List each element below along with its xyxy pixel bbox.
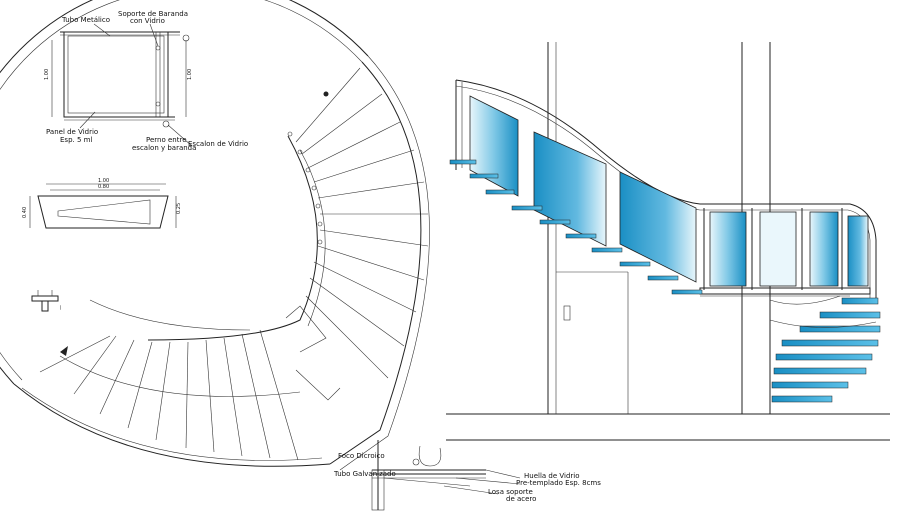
panel-detail: Tubo Metálico Soporte de Baranda con Vid…	[44, 10, 248, 152]
label-panel-vidrio: Panel de Vidrio	[46, 128, 98, 136]
label-losa-soporte-2: de acero	[506, 495, 536, 503]
bracket-dim-mark: —	[58, 305, 64, 310]
label-panel-vidrio-esp: Esp. 5 ml	[60, 136, 92, 144]
dim-height-right: 1.00	[187, 69, 193, 80]
dim-step-top2: 0.80	[98, 184, 109, 190]
label-huella-vidrio-2: Pre-templado Esp. 8cms	[516, 479, 601, 487]
stair-elevation	[446, 42, 890, 441]
label-escalon-baranda: escalon y baranda	[132, 144, 196, 152]
label-foco-dicroico: Foco Dicroico	[338, 452, 385, 460]
step-detail: 1.00 0.80 0.25 0.40	[22, 178, 182, 229]
label-losa-soporte: Losa soporte	[488, 488, 533, 496]
spiral-treads	[769, 295, 881, 403]
label-perno-entre: Perno entre	[146, 136, 187, 144]
dim-height-left: 1.00	[44, 69, 50, 80]
section-detail: Foco Dicroico Tubo Galvanizado Huella de…	[333, 440, 601, 511]
dim-step-top1: 1.00	[98, 178, 109, 184]
label-huella-vidrio: Huella de Vidrio	[524, 472, 580, 480]
label-soporte-baranda-2: con Vidrio	[130, 17, 165, 25]
label-soporte-baranda: Soporte de Baranda	[118, 10, 188, 18]
dim-step-side: 0.25	[176, 203, 182, 214]
dim-step-left: 0.40	[22, 207, 28, 218]
stair-treads	[449, 159, 703, 295]
bracket-detail: —	[31, 290, 64, 312]
label-tubo-galvanizado: Tubo Galvanizado	[333, 470, 396, 478]
label-escalon-vidrio: Escalon de Vidrio	[188, 140, 248, 148]
spiral-stair-plan	[0, 0, 430, 471]
label-tubo-metalico: Tubo Metálico	[61, 16, 110, 24]
